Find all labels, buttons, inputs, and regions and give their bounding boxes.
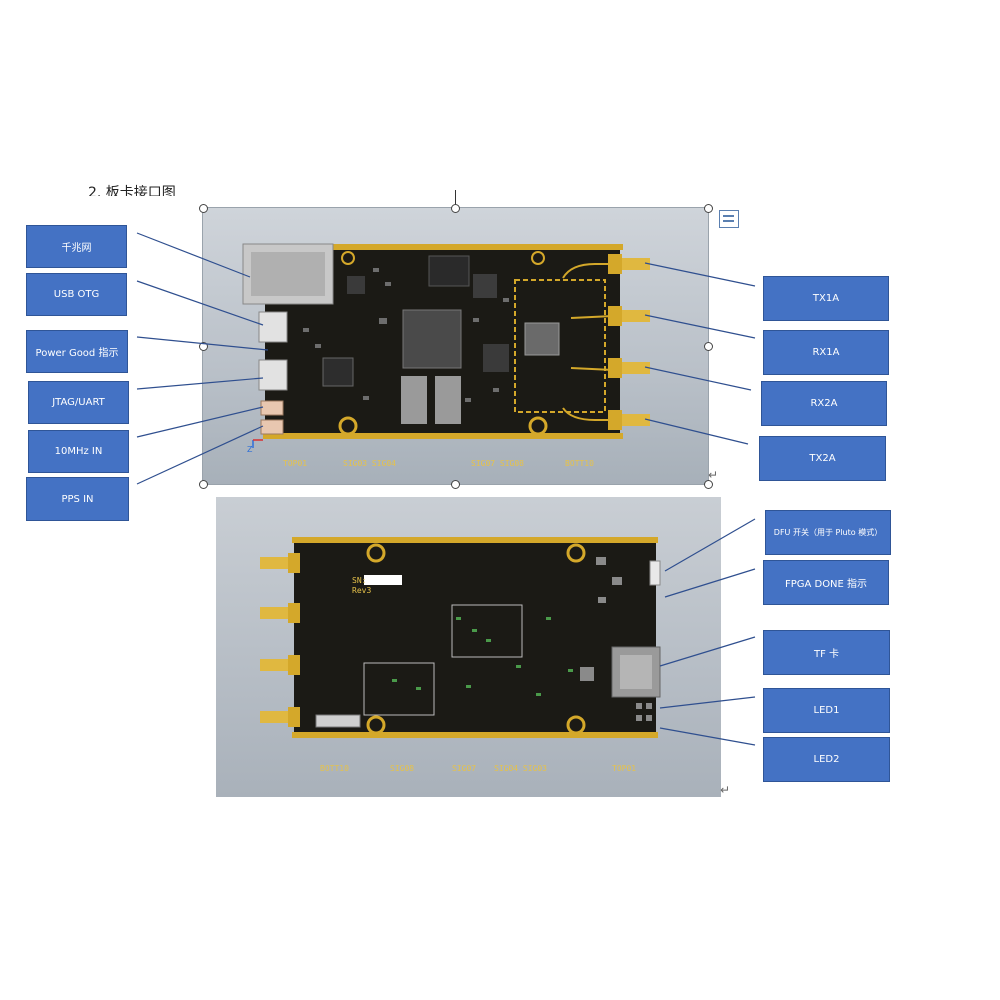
- label-dfu-switch: DFU 开关（用于 Pluto 模式）: [765, 510, 891, 555]
- sma-tx1a: [608, 254, 650, 274]
- board-bottom-render: SN: Rev3 BOTT10 SIG08 SIG07 SIG04 SI: [260, 537, 661, 773]
- label-tx1a: TX1A: [763, 276, 889, 321]
- label-rx1a: RX1A: [763, 330, 889, 375]
- text-cursor: [455, 190, 456, 206]
- board-bottom-image[interactable]: SN: Rev3 BOTT10 SIG08 SIG07 SIG04 SI: [216, 497, 721, 797]
- pcb-top-layer-0: TOP01: [283, 459, 307, 468]
- sma-tx2a: [608, 410, 650, 430]
- section-heading: 2. 板卡接口图: [88, 185, 176, 196]
- label-tx2a: TX2A: [759, 436, 886, 481]
- resize-handle-tl[interactable]: [199, 204, 208, 213]
- leader-dfu-switch: [664, 518, 756, 572]
- rev-label: Rev3: [352, 586, 371, 595]
- label-10mhz-in: 10MHz IN: [28, 430, 129, 473]
- label-led2: LED2: [763, 737, 890, 782]
- sma-bottom-3: [260, 655, 300, 675]
- resize-handle-bl[interactable]: [199, 480, 208, 489]
- leader-jtag-uart: [136, 377, 264, 390]
- label-rx2a: RX2A: [761, 381, 887, 426]
- resize-handle-tr[interactable]: [704, 204, 713, 213]
- sn-label: SN:: [352, 576, 366, 585]
- leader-rx2a: [644, 366, 752, 391]
- board-top-image[interactable]: Z TOP01 SIG03 SIG04 SIG07 SIG08 BOTT10: [202, 207, 709, 485]
- leader-led1: [659, 696, 756, 709]
- pcb-bottom-layer-1: SIG08: [390, 764, 414, 773]
- ddr-chip-1: [401, 376, 427, 424]
- label-power-good: Power Good 指示: [26, 330, 128, 373]
- leader-pps-in: [136, 425, 264, 485]
- resize-handle-mr[interactable]: [704, 342, 713, 351]
- transceiver-chip: [524, 322, 560, 356]
- layout-options-icon[interactable]: [719, 210, 739, 228]
- pcb-top-layer-2: SIG07 SIG08: [471, 459, 524, 468]
- label-tf-card: TF 卡: [763, 630, 890, 675]
- resize-handle-bc[interactable]: [451, 480, 460, 489]
- label-usb-otg: USB OTG: [26, 273, 127, 316]
- dfu-switch-part: [649, 560, 661, 586]
- paragraph-mark-icon: ↵: [708, 468, 719, 482]
- label-pps-in: PPS IN: [26, 477, 129, 521]
- leader-tx1a: [644, 262, 756, 287]
- leader-tx2a: [644, 418, 749, 445]
- jtag-uart-connector: [258, 359, 288, 391]
- sma-rx1a: [608, 306, 650, 326]
- rf-shield-outline: [514, 279, 606, 413]
- usb-otg-connector: [258, 311, 288, 343]
- sma-bottom-4: [260, 707, 300, 727]
- pcb-bottom-body: [294, 543, 656, 732]
- pcb-bottom-layer-3: SIG04 SIG03: [494, 764, 547, 773]
- leader-usb-otg: [136, 280, 264, 326]
- leader-rx1a: [644, 314, 756, 339]
- ddr-chip-2: [435, 376, 461, 424]
- top-gold-rail: [263, 244, 623, 250]
- resize-handle-tc[interactable]: [451, 204, 460, 213]
- leader-fpga-done: [664, 568, 756, 598]
- leader-gigabit-ethernet: [136, 232, 251, 278]
- resize-handle-br[interactable]: [704, 480, 713, 489]
- sn-label-box: [364, 575, 402, 585]
- paragraph-mark-icon-2: ↵: [720, 783, 731, 797]
- resize-handle-ml[interactable]: [199, 342, 208, 351]
- sma-bottom-1: [260, 553, 300, 573]
- label-gigabit-ethernet: 千兆网: [26, 225, 127, 268]
- ribbon-connector: [315, 714, 361, 728]
- pcb-top-layer-1: SIG03 SIG04: [343, 459, 396, 468]
- pcb-top-layer-3: BOTT10: [565, 459, 594, 468]
- bottom-gold-rail: [263, 433, 623, 439]
- pcb-bottom-layer-4: TOP01: [612, 764, 636, 773]
- label-led1: LED1: [763, 688, 890, 733]
- axis-label: Z: [247, 445, 253, 454]
- fpga-chip: [402, 309, 462, 369]
- label-fpga-done: FPGA DONE 指示: [763, 560, 889, 605]
- leader-tf-card: [659, 636, 756, 667]
- board-top-render: Z TOP01 SIG03 SIG04 SIG07 SIG08 BOTT10: [242, 243, 650, 468]
- leader-led2: [659, 727, 756, 746]
- phy-chip: [322, 357, 354, 387]
- pcb-bottom-layer-0: BOTT10: [320, 764, 349, 773]
- sma-rx2a: [608, 358, 650, 378]
- leader-power-good: [136, 336, 269, 351]
- leader-10mhz-in: [136, 406, 264, 438]
- sma-bottom-2: [260, 603, 300, 623]
- pcb-bottom-layer-2: SIG07: [452, 764, 476, 773]
- label-jtag-uart: JTAG/UART: [28, 381, 129, 424]
